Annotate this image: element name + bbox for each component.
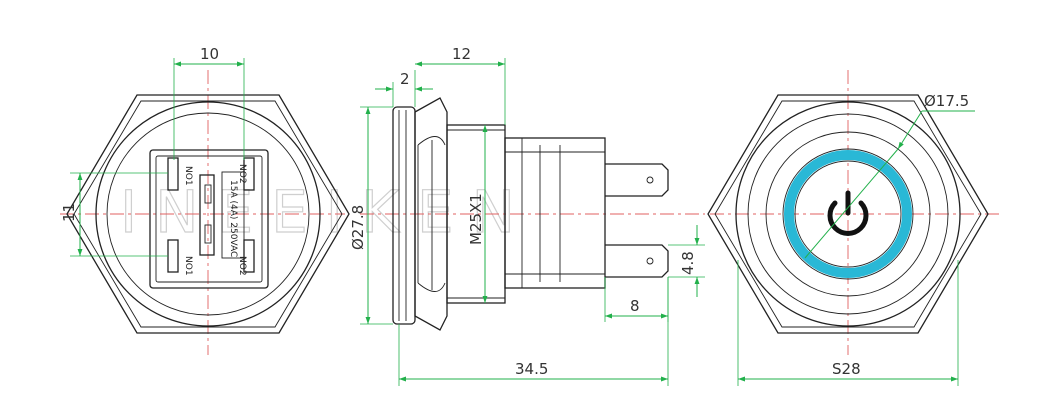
terminal-label-top-right: NO2	[237, 164, 247, 184]
side-nut	[414, 97, 448, 331]
front-dimensions: 10 11	[60, 45, 245, 257]
dim-hex-size: S28	[832, 360, 861, 378]
terminal-label-bottom-right: NO2	[237, 256, 247, 276]
center-lines	[60, 70, 1000, 355]
front-flange-circle	[95, 101, 321, 327]
dim-front-width: 10	[200, 45, 219, 63]
side-dimensions: 2 12 Ø27.8 M25X1 4.8 8 34.5	[349, 45, 705, 386]
terminal-label-top-left: NO1	[183, 166, 193, 186]
dim-thread: M25X1	[467, 193, 485, 245]
side-terminal-bottom	[605, 244, 669, 278]
dim-ring-diameter: Ø17.5	[924, 92, 969, 110]
top-view	[707, 94, 989, 334]
dim-body-length: 12	[452, 45, 471, 63]
dim-terminal-height: 4.8	[679, 251, 697, 275]
front-body	[149, 149, 269, 289]
front-hex-nut	[66, 94, 350, 334]
led-ring	[784, 150, 912, 278]
terminal-label-bottom-left: NO1	[183, 256, 193, 276]
power-icon	[827, 190, 869, 236]
dim-total-length: 34.5	[515, 360, 548, 378]
top-hex-nut	[707, 94, 989, 334]
rating-label: 15A (4A) 250VAC	[228, 180, 238, 257]
dim-terminal-length: 8	[630, 297, 640, 315]
top-dimensions: Ø17.5 S28	[737, 92, 975, 386]
dim-flange-diameter: Ø27.8	[349, 205, 367, 250]
top-flange-circle	[735, 101, 961, 327]
side-view	[392, 97, 669, 331]
side-housing	[504, 137, 606, 289]
dim-flange-thickness: 2	[400, 70, 410, 88]
side-terminal-top	[605, 163, 669, 197]
dim-front-height: 11	[60, 203, 78, 222]
